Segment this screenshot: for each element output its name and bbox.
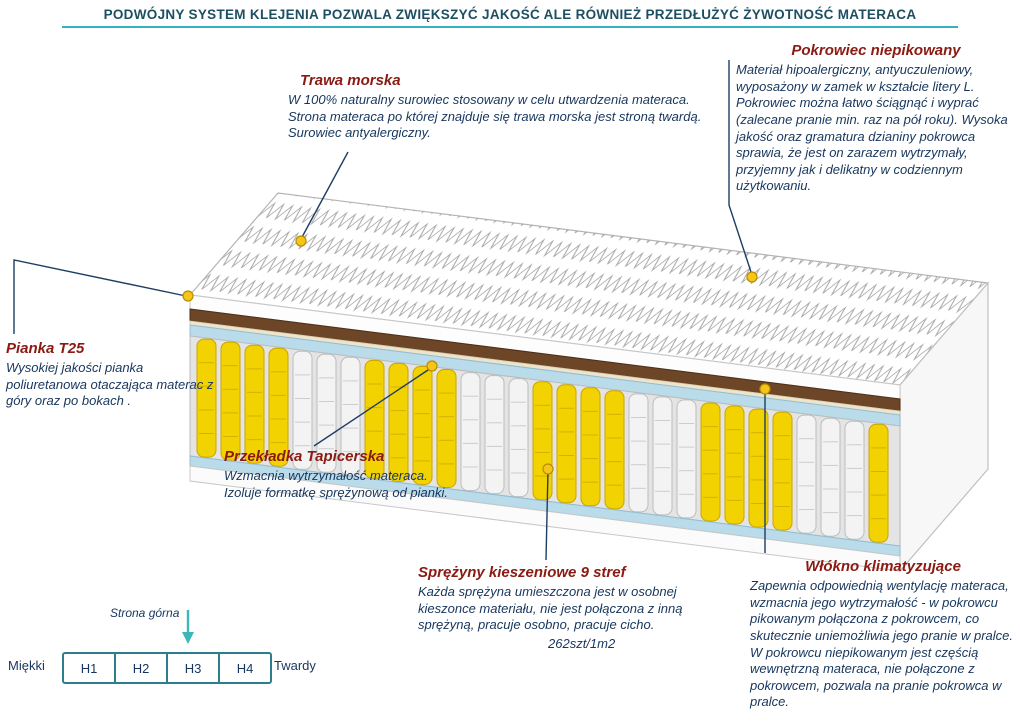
spring-coil xyxy=(556,384,577,504)
connector-pianka xyxy=(13,259,187,334)
layer-bottom-foam xyxy=(189,465,901,572)
spring-coil xyxy=(340,356,361,476)
annotation-trawa-body: W 100% naturalny surowiec stosowany w ce… xyxy=(288,92,702,141)
scale-soft-label: Miękki xyxy=(8,658,45,673)
marker-dot-trawa xyxy=(295,235,307,247)
spring-coil xyxy=(844,420,865,540)
hardness-level-h2: H2 xyxy=(116,654,168,682)
annotation-trawa-title: Trawa morska xyxy=(300,72,401,89)
annotation-pianka: Pianka T25 Wysokiej jakości pianka poliu… xyxy=(6,340,222,410)
annotation-wlokno-body: Zapewnia odpowiednią wentylację materaca… xyxy=(750,578,1014,710)
spring-coil xyxy=(532,381,553,501)
spring-coil xyxy=(676,399,697,519)
spring-coil xyxy=(652,396,673,516)
annotation-sprezyny-count: 262szt/1m2 xyxy=(548,635,616,651)
annotation-sprezyny-title: Sprężyny kieszeniowe 9 stref xyxy=(418,564,626,581)
spring-coil xyxy=(316,353,337,473)
connector-przekladka xyxy=(313,367,432,447)
annotation-sprezyny: Sprężyny kieszeniowe 9 stref Każda spręż… xyxy=(418,564,710,653)
annotation-pokrowiec-body: Materiał hipoalergiczny, antyuczuleniowy… xyxy=(736,62,1008,194)
hardness-level-h4: H4 xyxy=(236,660,254,676)
spring-coil xyxy=(460,372,481,492)
annotation-przekladka-title: Przekładka Tapicerska xyxy=(224,448,385,465)
top-side-label: Strona górna xyxy=(110,606,180,620)
spring-coil xyxy=(748,408,769,528)
connector-pokrowiec xyxy=(728,60,753,276)
annotation-trawa-morska: Trawa morska W 100% naturalny surowiec s… xyxy=(288,72,706,142)
pocket-springs xyxy=(196,338,889,543)
hardness-level-h1: H1 xyxy=(64,654,116,682)
spring-coil xyxy=(604,390,625,510)
spring-coil xyxy=(628,393,649,513)
spring-coil xyxy=(820,417,841,537)
hardness-scale: H1 H2 H3 H4 xyxy=(62,652,272,684)
connector-sprezyny xyxy=(545,469,549,561)
spring-coil xyxy=(196,338,217,458)
spring-coil xyxy=(508,378,529,498)
spring-coil xyxy=(868,423,889,543)
banner-underline xyxy=(62,26,958,28)
marker-dot-przekladka xyxy=(426,360,438,372)
annotation-pokrowiec: Pokrowiec niepikowany Materiał hipoalerg… xyxy=(736,42,1016,195)
mattress-top-quilting xyxy=(190,193,988,385)
spring-coil xyxy=(436,369,457,488)
banner-text: PODWÓJNY SYSTEM KLEJENIA POZWALA ZWIĘKSZ… xyxy=(103,7,917,22)
spring-coil xyxy=(412,366,433,485)
annotation-pianka-body: Wysokiej jakości pianka poliuretanowa ot… xyxy=(6,360,214,409)
spring-coil xyxy=(484,375,505,495)
spring-coil xyxy=(724,405,745,525)
marker-dot-pianka xyxy=(182,290,194,302)
spring-coil xyxy=(700,402,721,522)
marker-dot-wlokno xyxy=(759,383,771,395)
spring-coil xyxy=(244,344,265,464)
annotation-pokrowiec-title: Pokrowiec niepikowany xyxy=(791,42,961,59)
scale-hard-label: Twardy xyxy=(274,658,316,673)
spring-coil xyxy=(772,411,793,531)
connector-trawa-morska xyxy=(300,151,349,240)
spring-coil xyxy=(364,359,385,479)
annotation-pianka-title: Pianka T25 xyxy=(6,340,85,357)
spring-coil xyxy=(580,387,601,507)
top-side-arrow-head xyxy=(182,632,194,644)
annotation-przekladka: Przekładka Tapicerska Wzmacnia wytrzymał… xyxy=(224,448,514,501)
annotation-przekladka-line2: Izoluje formatkę sprężynową od pianki. xyxy=(224,484,449,500)
spring-coil xyxy=(220,341,241,461)
marker-dot-sprezyny xyxy=(542,463,554,475)
annotation-wlokno: Włókno klimatyzujące Zapewnia odpowiedni… xyxy=(750,558,1016,711)
hardness-level-h3: H3 xyxy=(168,654,220,682)
spring-coil xyxy=(268,347,289,467)
annotation-sprezyny-body: Każda sprężyna umieszczona jest w osobne… xyxy=(418,584,683,633)
spring-coil xyxy=(796,414,817,534)
annotation-przekladka-line1: Wzmacnia wytrzymałość materaca. xyxy=(224,468,428,483)
spring-coil xyxy=(292,350,313,470)
annotation-wlokno-title: Włókno klimatyzujące xyxy=(805,558,961,575)
marker-dot-pokrowiec xyxy=(746,271,758,283)
